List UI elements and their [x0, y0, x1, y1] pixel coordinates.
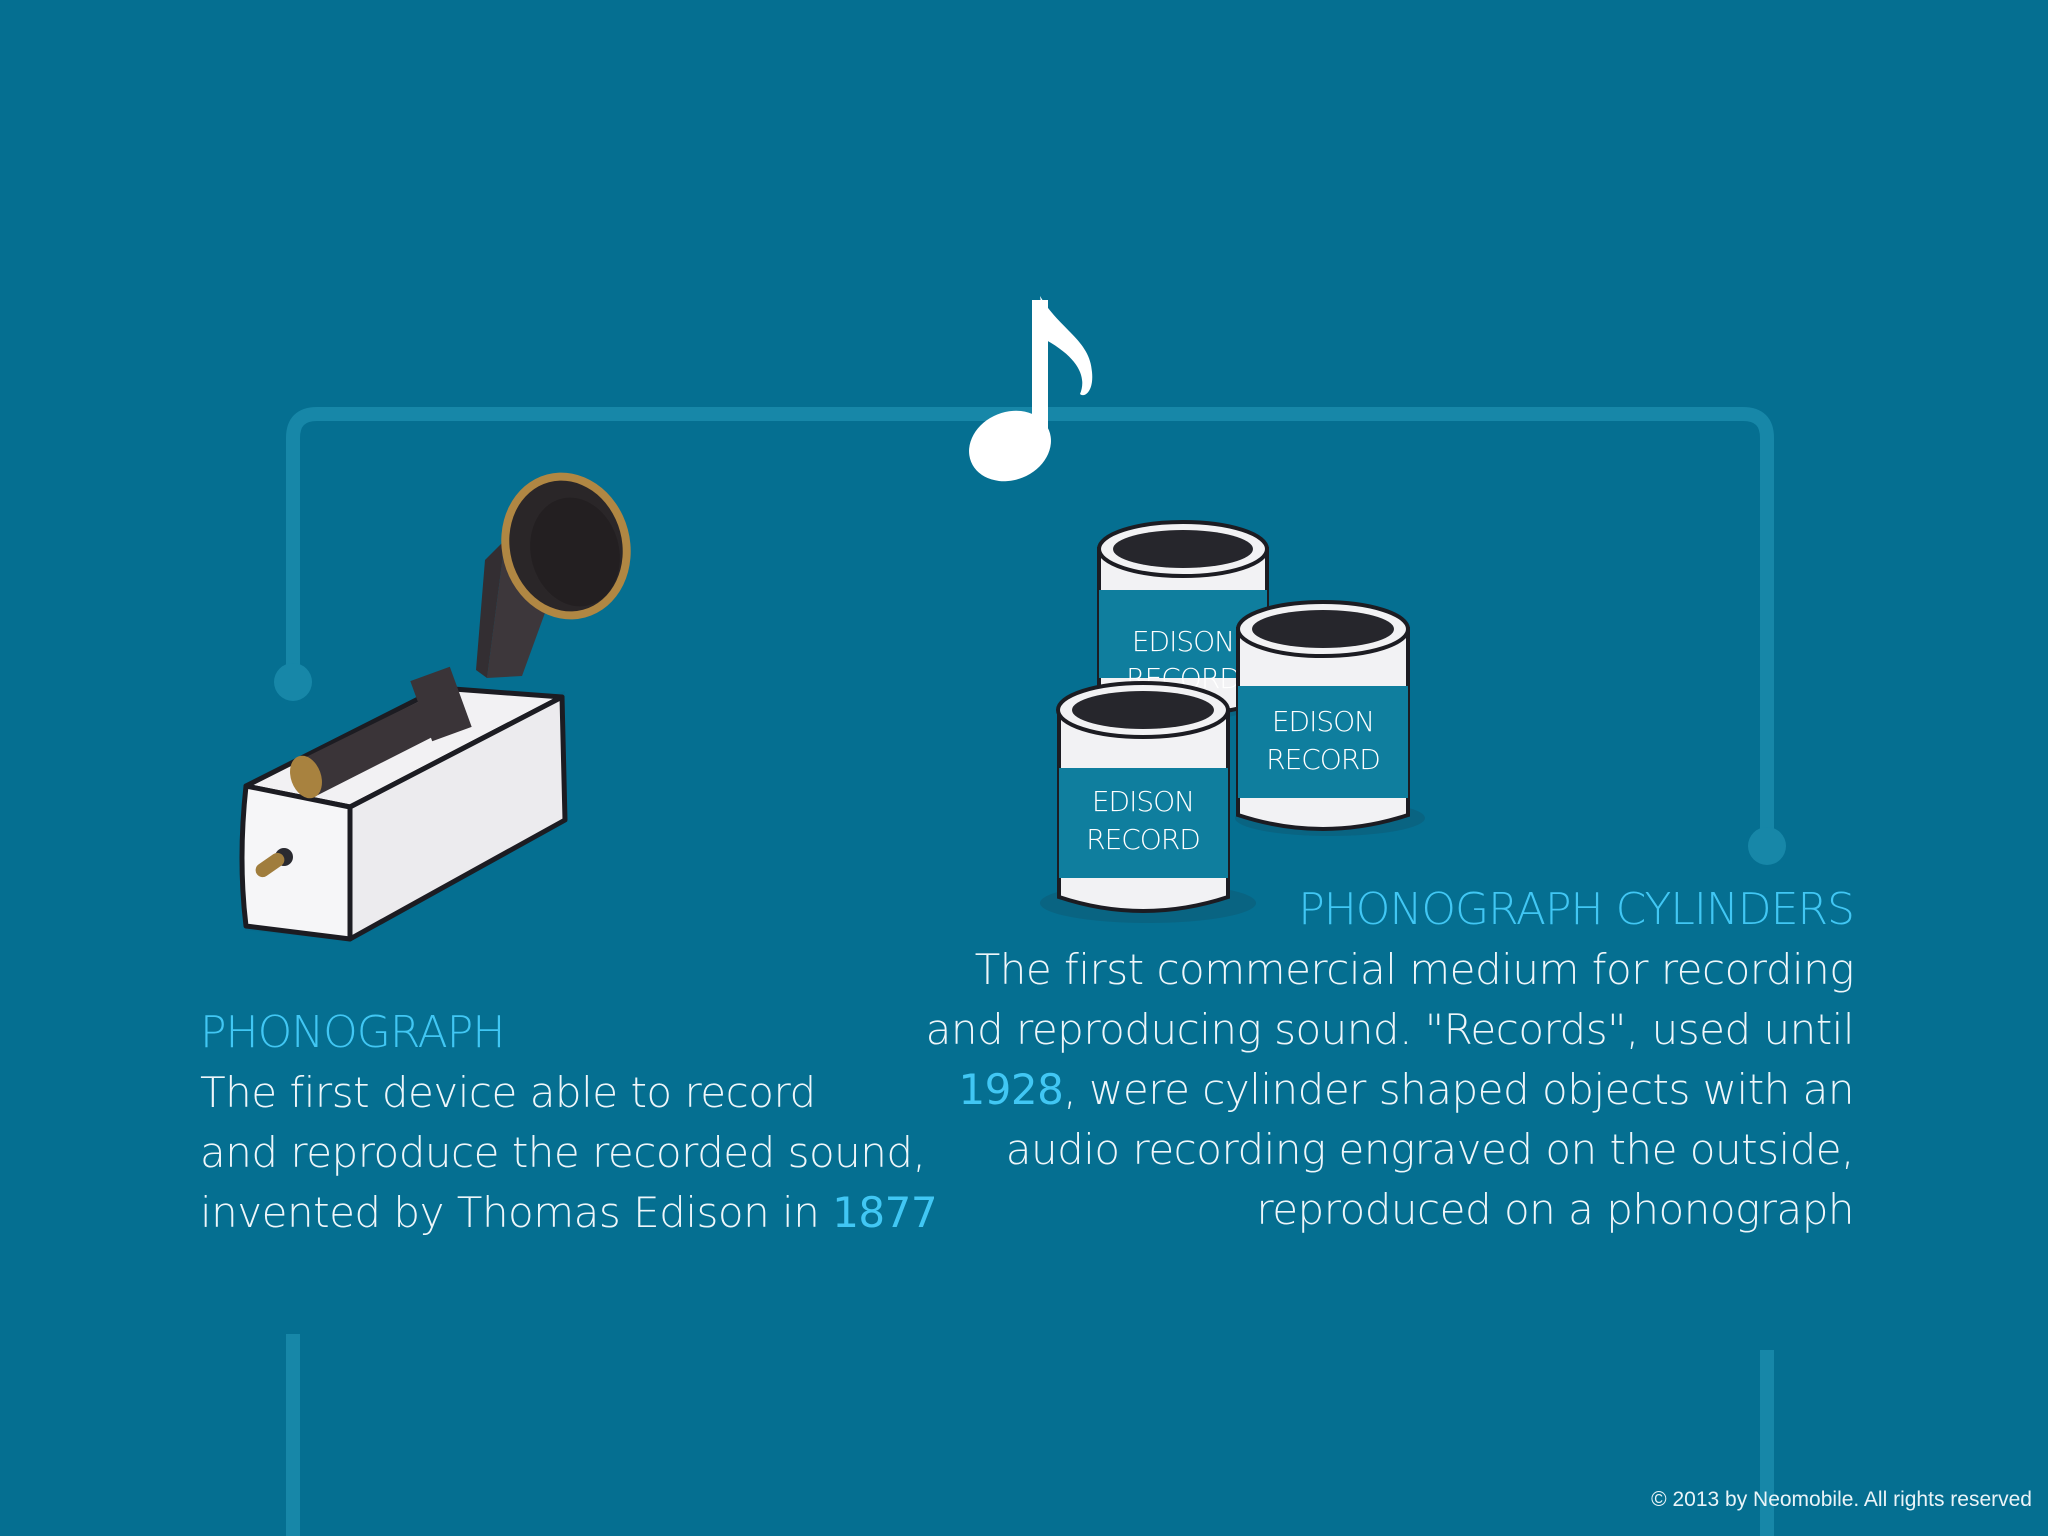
- phonograph-cylinders-icon: EDISON RECORD EDISON RECORD EDISON RECOR…: [1040, 520, 1425, 923]
- left-connector-dot: [274, 663, 312, 701]
- cylinders-desc-line-1: The first commercial medium for recordin…: [974, 945, 1855, 994]
- right-lower-connector-line: [1760, 1350, 1774, 1536]
- right-connector-dot: [1748, 827, 1786, 865]
- cylinder-right-label-1: EDISON: [1272, 705, 1374, 738]
- phonograph-desc-line-1: The first device able to record: [200, 1068, 816, 1117]
- cylinders-section: PHONOGRAPH CYLINDERS The first commercia…: [925, 880, 1855, 1240]
- phonograph-year: 1877: [832, 1188, 938, 1237]
- cylinders-desc-line-3: 1928, were cylinder shaped objects with …: [926, 1060, 1854, 1120]
- copyright-notice: © 2013 by Neomobile. All rights reserved: [1651, 1488, 2032, 1511]
- phonograph-desc-line-2: and reproduce the recorded sound,: [200, 1128, 926, 1177]
- cylinders-title: PHONOGRAPH CYLINDERS: [1298, 884, 1855, 935]
- cylinders-year: 1928: [958, 1065, 1064, 1114]
- cylinder-right-label-2: RECORD: [1266, 743, 1380, 776]
- cylinders-desc-line-4: audio recording engraved on the outside,: [1005, 1125, 1855, 1174]
- phonograph-section: PHONOGRAPH The first device able to reco…: [200, 1003, 938, 1243]
- phonograph-icon: [239, 472, 631, 942]
- cylinder-front-label-2: RECORD: [1086, 823, 1200, 856]
- left-lower-connector-line: [286, 1334, 300, 1536]
- cylinder-back-label-1: EDISON: [1132, 625, 1234, 658]
- cylinder-front-label-1: EDISON: [1092, 785, 1194, 818]
- phonograph-desc-line-3: invented by Thomas Edison in 1877: [200, 1183, 938, 1243]
- cylinders-desc-line-3-text: , were cylinder shaped objects with an: [1063, 1065, 1854, 1114]
- phonograph-title: PHONOGRAPH: [200, 1007, 505, 1058]
- cylinders-desc-line-2: and reproducing sound. "Records", used u…: [925, 1005, 1855, 1054]
- music-note-icon: [969, 296, 1093, 482]
- cylinders-desc-line-5: reproduced on a phonograph: [1256, 1185, 1854, 1234]
- phonograph-desc-line-3-text: invented by Thomas Edison in: [200, 1188, 833, 1237]
- cylinder-right: EDISON RECORD: [1236, 600, 1410, 831]
- cylinder-front: EDISON RECORD: [1056, 681, 1230, 913]
